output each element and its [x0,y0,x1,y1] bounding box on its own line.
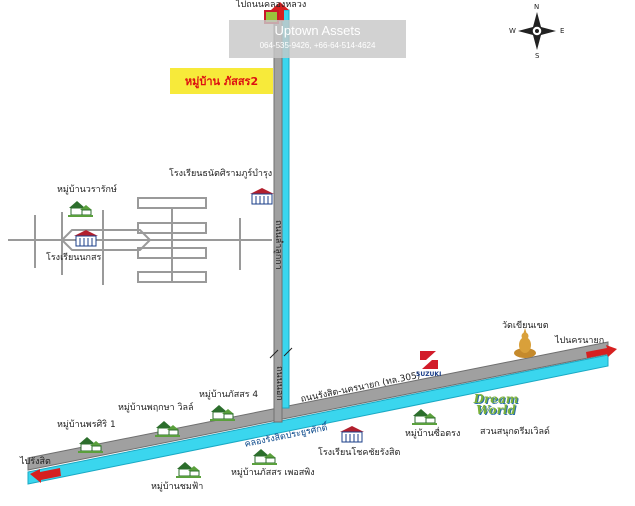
place-label-chom-fah: หมู่บ้านชมฟ้า [151,482,204,492]
place-label-pruksa: หมู่บ้านพฤกษา วิลล์ [118,403,194,413]
brand-phones: 064-535-9426, +66-64-514-4624 [259,41,376,50]
place-label-worarak: หมู่บ้านวรารักษ์ [57,185,117,195]
arrow-north [271,2,289,21]
compass-w: W [509,27,516,35]
place-label-nakon-school: โรงเรียนนกสร [46,253,102,263]
dream-world-logo: Dream World [472,392,520,417]
place-label-dream-world: สวนสนุกดรีมเวิลด์ [480,427,550,437]
place-label-sue-trong: หมู่บ้านซื่อตรง [405,429,461,439]
canal-vertical [281,9,290,409]
compass-e: E [560,27,565,35]
arrow-west [30,468,61,483]
house-icon [210,405,235,421]
compass-n: N [534,3,540,11]
lower-vertical-label: ถนนนอก [274,366,284,401]
east-destination-label: ไปนครนายก [555,336,605,346]
house-icon [155,421,180,437]
west-destination-label: ไปรังสิต [20,457,51,467]
buddha-icon [514,328,536,358]
place-label-wat: วัดเขียนเขต [502,321,549,331]
suzuki-label: SUZUKI [416,371,442,378]
north-destination-label: ไปถนนคลองหลวง [236,0,307,10]
place-label-chotchai-school: โรงเรียนโชคชัยรังสิต [318,448,401,458]
project-banner: หมู่บ้าน ภัสสร2 [170,68,273,94]
house-icon [68,201,93,217]
house-icon [78,437,103,453]
school-icon [340,426,364,443]
compass-rose [518,12,556,50]
compass-s: S [535,52,540,60]
side-streets [8,197,272,285]
school-icon [74,230,98,247]
arrow-east [586,345,617,358]
brand-watermark: Uptown Assets 064-535-9426, +66-64-514-4… [229,20,406,58]
place-label-passorn4: หมู่บ้านภัสสร 4 [199,390,259,400]
school-icon [250,188,274,205]
suzuki-logo: SUZUKI [416,349,442,379]
house-icon [176,462,201,478]
vertical-road [273,9,283,423]
place-label-passorn-plus: หมู่บ้านภัสสร เพอสพิง [231,468,315,478]
house-icon [252,449,277,465]
brand-name: Uptown Assets [274,23,361,38]
bridge-mark [269,347,293,359]
place-label-tanjaree-school: โรงเรียนธนัตศิรามภูร์บำรุง [169,169,273,179]
house-icon [412,409,437,425]
dream-world-logo-text: Dream World [473,392,519,417]
vertical-road-label: ถนนลำลูกกา [273,220,283,270]
place-label-pornsiri: หมู่บ้านพรศิริ 1 [57,420,116,430]
canal-main [27,354,609,485]
